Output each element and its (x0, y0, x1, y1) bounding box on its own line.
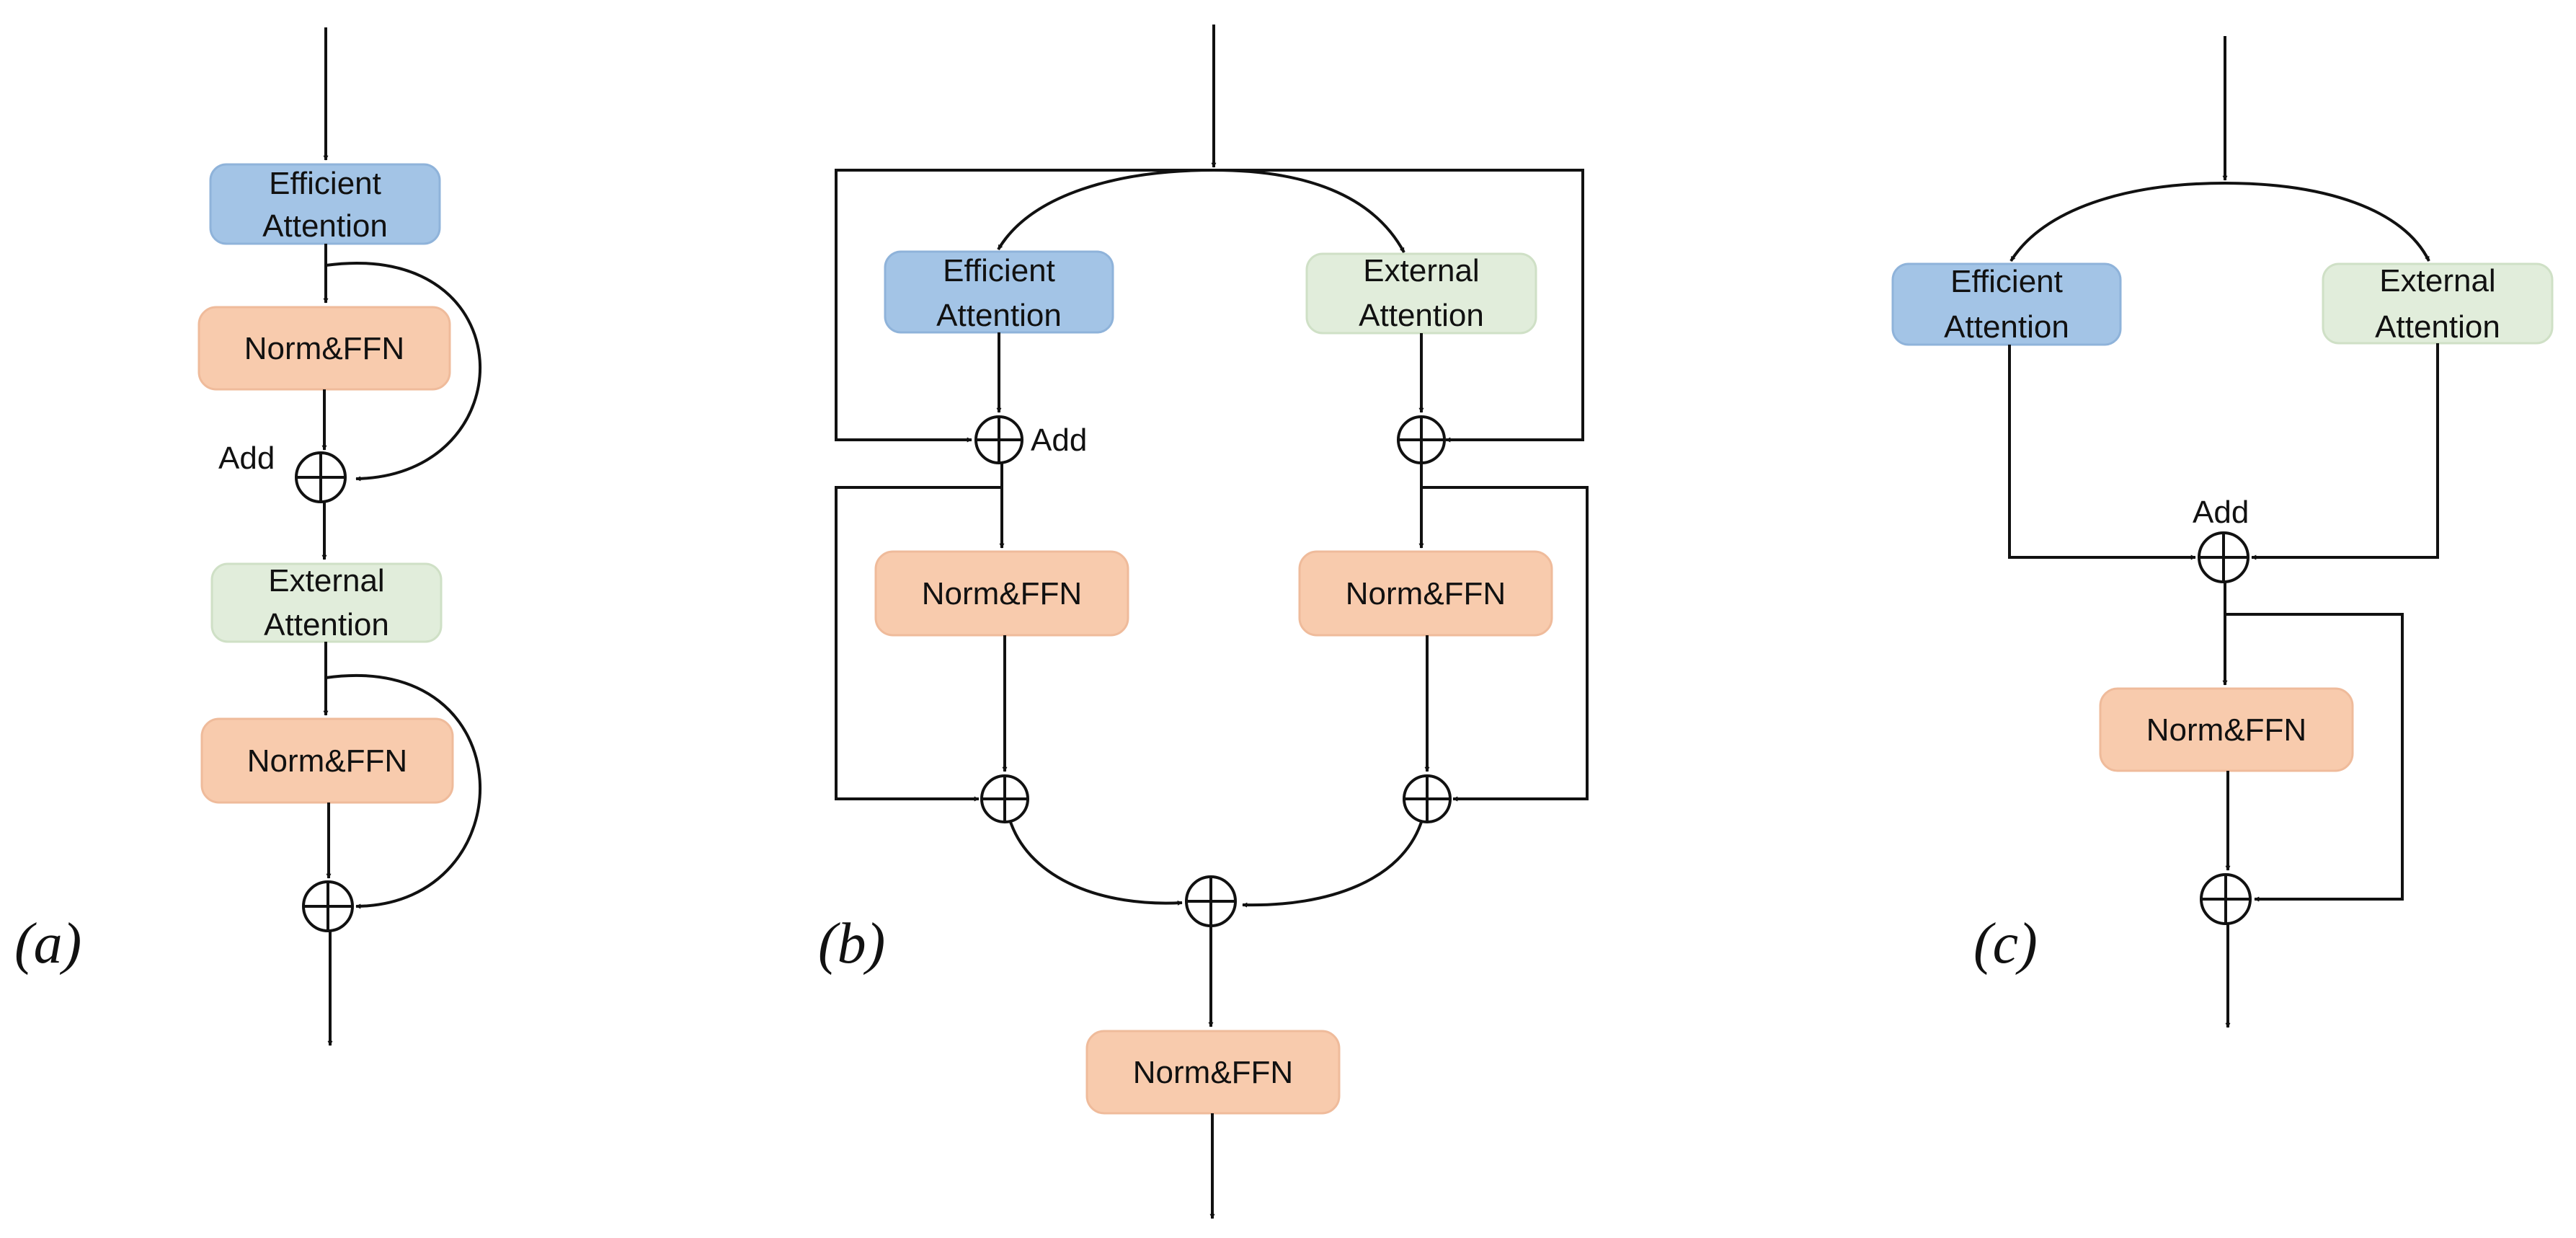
a-external-line1: External (268, 563, 384, 598)
b-add-circle-right-lower (1403, 774, 1452, 823)
panel-a: (a) Efficient Attention Norm&FFN Add Ext… (14, 27, 481, 1046)
a-add-circle-1 (295, 451, 347, 503)
a-residual-arc-2 (325, 674, 481, 909)
a-norm2-label: Norm&FFN (247, 743, 407, 779)
b-add-circle-merge (1185, 875, 1237, 927)
b-add-circle-right (1397, 415, 1446, 464)
b-efficient-line2: Attention (936, 298, 1062, 333)
b-efficient-attention-box: Efficient Attention (884, 250, 1114, 334)
b-merge-curve-right (1242, 821, 1423, 908)
a-external-line2: Attention (264, 607, 389, 642)
b-norm-ffn-box-right: Norm&FFN (1298, 550, 1553, 637)
c-external-to-add (2251, 343, 2439, 560)
a-norm-ffn-box-1: Norm&FFN (197, 306, 451, 391)
c-curve-to-efficient (2009, 182, 2226, 262)
b-add-circle-left-lower (980, 774, 1029, 823)
a-norm1-label: Norm&FFN (244, 331, 404, 366)
c-residual (2225, 613, 2404, 902)
b-efficient-line1: Efficient (943, 253, 1055, 288)
panel-a-label: (a) (14, 912, 81, 976)
b-add-circle-left (974, 415, 1023, 464)
c-add-circle-2 (2200, 873, 2252, 925)
a-external-attention-box: External Attention (210, 562, 443, 643)
c-norm-ffn-box: Norm&FFN (2099, 687, 2354, 772)
c-norm-label: Norm&FFN (2146, 712, 2306, 748)
c-efficient-to-add (2008, 345, 2196, 560)
b-external-line2: Attention (1359, 298, 1484, 333)
b-merge-curve-left (1009, 821, 1183, 906)
a-add-circle-2 (302, 880, 354, 932)
a-efficient-line1: Efficient (269, 166, 381, 201)
panel-c: (c) Efficient Attention External Attenti… (1891, 36, 2554, 1028)
c-external-attention-box: External Attention (2322, 262, 2554, 345)
b-norm-ffn-box-left: Norm&FFN (874, 550, 1129, 637)
b-curve-to-efficient (997, 169, 1214, 251)
b-norm-right-label: Norm&FFN (1346, 576, 1506, 611)
c-efficient-attention-box: Efficient Attention (1891, 262, 2122, 346)
c-external-line2: Attention (2375, 309, 2500, 345)
c-external-line1: External (2379, 263, 2495, 299)
a-residual-arc-1 (325, 262, 481, 482)
panel-b-label: (b) (818, 912, 885, 976)
a-efficient-attention-box: Efficient Attention (209, 163, 441, 245)
c-efficient-line1: Efficient (1950, 264, 2063, 299)
b-external-attention-box: External Attention (1305, 252, 1537, 335)
c-add-circle-1 (2198, 531, 2249, 583)
b-add-label: Add (1031, 423, 1087, 458)
b-right-residual (1421, 486, 1589, 802)
b-norm-left-label: Norm&FFN (922, 576, 1082, 611)
c-curve-to-external (2224, 182, 2430, 262)
b-right-skip-to-add (1214, 169, 1584, 443)
a-add-label: Add (218, 441, 275, 476)
b-left-residual (835, 486, 1002, 802)
c-efficient-line2: Attention (1944, 309, 2069, 345)
b-curve-to-external (1213, 169, 1405, 253)
a-norm-ffn-box-2: Norm&FFN (200, 717, 454, 804)
panel-b: (b) Efficient Attention External Attenti… (818, 25, 1589, 1219)
b-norm-bottom-label: Norm&FFN (1133, 1055, 1293, 1090)
a-efficient-line2: Attention (262, 208, 388, 244)
b-norm-ffn-box-bottom: Norm&FFN (1085, 1030, 1341, 1115)
panel-c-label: (c) (1973, 912, 2038, 976)
c-add-label: Add (2193, 495, 2249, 530)
b-external-line1: External (1363, 253, 1479, 288)
b-left-skip-to-add (835, 169, 1214, 443)
